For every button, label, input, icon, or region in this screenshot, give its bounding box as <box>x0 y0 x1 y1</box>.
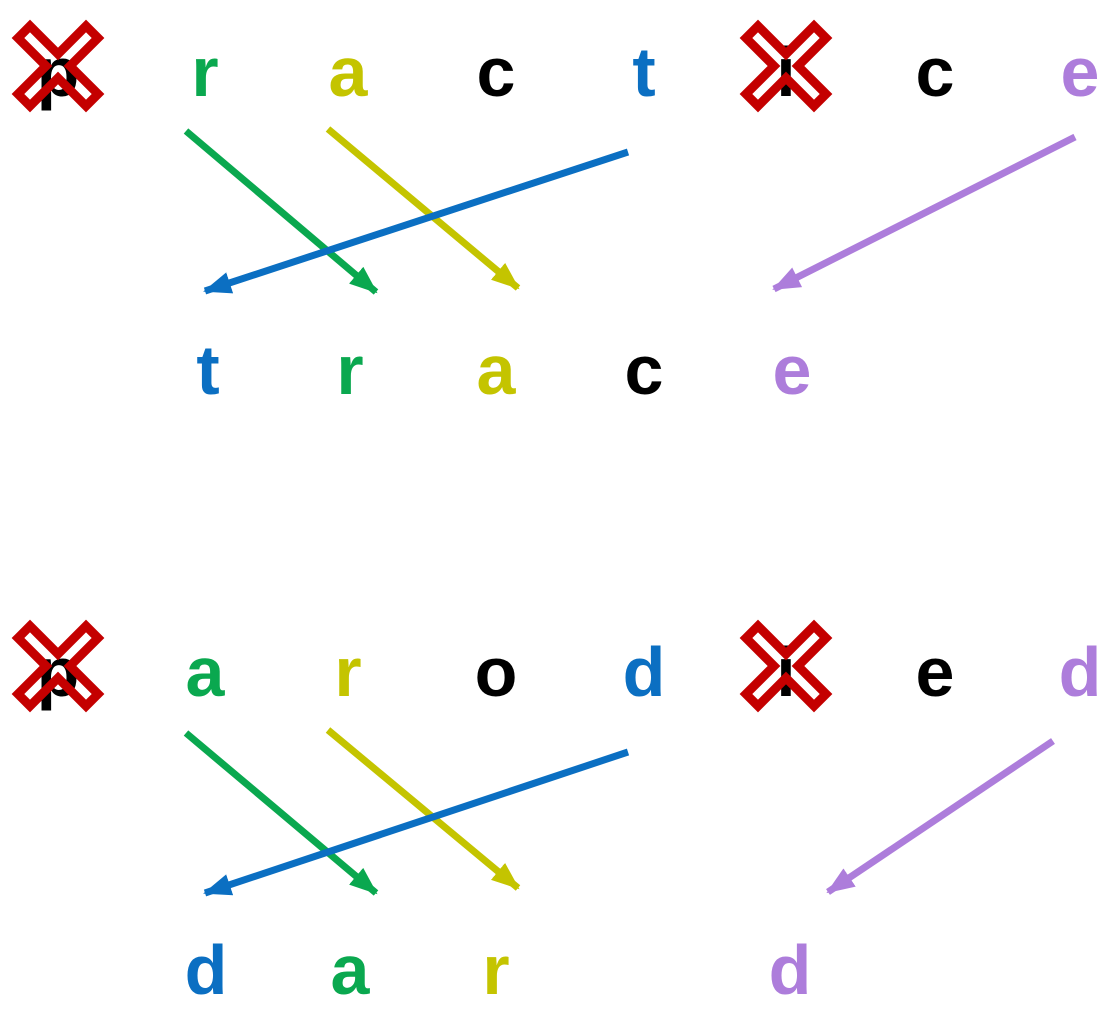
puzzle-2-arrow-purple <box>826 738 1055 895</box>
puzzle-2-cross-icon-6 <box>739 619 833 713</box>
puzzle-1-source-letter-8: e <box>1061 33 1100 111</box>
puzzle-1-source-letter-5: t <box>632 33 655 111</box>
puzzle-2-arrow-blue <box>203 748 630 897</box>
puzzle-2-result-letter-4: d <box>769 931 812 1009</box>
puzzle-1-cross-icon-1 <box>11 19 105 113</box>
puzzle-2-source-letter-5: d <box>623 633 666 711</box>
puzzle-2-source-letter-7: e <box>916 633 955 711</box>
puzzle-2-source-letter-4: o <box>475 633 518 711</box>
puzzle-1-result-letter-4: c <box>625 331 664 409</box>
puzzle-1-result-letter-1: t <box>196 331 219 409</box>
puzzle-1-source-letter-4: c <box>477 33 516 111</box>
puzzle-2-result-letter-3: r <box>482 931 509 1009</box>
puzzle-2-source-letter-2: a <box>186 633 226 711</box>
puzzle-1-arrow-green <box>183 128 379 295</box>
puzzle-1-arrow-blue <box>203 148 630 295</box>
puzzle-2-arrow-green <box>183 730 379 896</box>
puzzle-2-source-letter-8: d <box>1059 633 1102 711</box>
puzzle-2-result-letter-2: a <box>331 931 371 1009</box>
puzzle-1-arrow-purple <box>772 133 1077 293</box>
puzzle-1-result-letter-5: e <box>773 331 812 409</box>
puzzle-2-arrow-yellow <box>325 727 521 891</box>
puzzle-1-result-letter-2: r <box>336 331 363 409</box>
puzzle-1-cross-icon-6 <box>739 19 833 113</box>
puzzle-2-source-letter-3: r <box>334 633 361 711</box>
puzzle-1-source-letter-7: c <box>916 33 955 111</box>
puzzle-2-cross-icon-1 <box>11 619 105 713</box>
puzzle-1-source-letter-3: a <box>329 33 369 111</box>
puzzle-1-arrow-yellow <box>325 126 521 291</box>
puzzle-1-result-letter-3: a <box>477 331 517 409</box>
puzzle-1-source-letter-2: r <box>191 33 218 111</box>
puzzle-2-result-letter-1: d <box>185 931 228 1009</box>
